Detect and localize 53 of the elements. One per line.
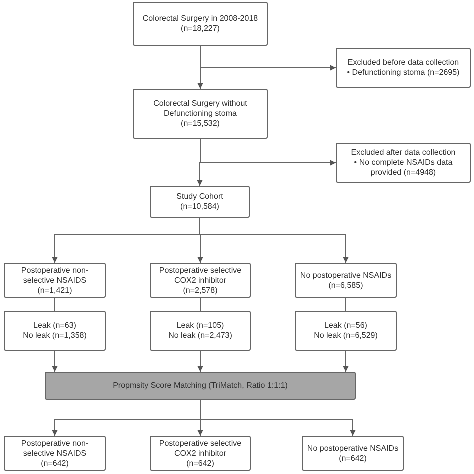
process-box: [133, 2, 268, 46]
box-text: Colorectal Surgery without Defunctioning stoma: [152, 99, 248, 119]
arrow: [52, 350, 58, 372]
box-text: • No complete NSAIDs data provided (n=4948): [353, 158, 454, 178]
box-text: (n=6,585): [328, 280, 364, 290]
arrow: [343, 350, 349, 372]
process-box: [150, 311, 251, 351]
box-text: (n=18,227): [181, 24, 220, 34]
box-text: No postoperative NSAIDs: [300, 270, 392, 280]
process-box: [4, 263, 106, 298]
arrow: [200, 138, 336, 166]
process-box: [336, 143, 471, 183]
box-text: No leak (n=6,529): [314, 331, 378, 341]
box-text: (n=1,421): [38, 286, 72, 296]
process-box: [4, 311, 106, 351]
box-text: Propmsity Score Matching (TriMatch, Ratio 1:1:1): [113, 381, 288, 391]
arrow: [200, 46, 336, 71]
box-text: No leak (n=1,358): [23, 331, 87, 341]
box-text: (n=15,532): [181, 119, 220, 129]
connector-line: [54, 298, 56, 312]
box-text: (n=642): [41, 458, 69, 468]
process-box: [150, 186, 250, 218]
box-text: Leak (n=56): [324, 321, 368, 331]
box-text: (n=10,584): [180, 202, 220, 212]
matching-box: [45, 372, 356, 400]
connector-line: [200, 298, 201, 312]
box-text: Colorectal Surgery in 2008-2018: [142, 14, 258, 24]
box-text: • Defunctioning stoma (n=2695): [347, 68, 460, 78]
process-box: [4, 436, 106, 471]
box-text: Postoperative selective COX2 inhibitor: [158, 438, 243, 458]
arrow: [200, 218, 349, 264]
box-text: No postoperative NSAIDs: [307, 444, 399, 454]
process-box: [295, 311, 397, 351]
box-text: Postoperative non-selective NSAIDS: [20, 438, 90, 458]
box-text: Leak (n=105): [176, 321, 224, 331]
box-text: (n=642): [339, 454, 367, 464]
box-text: Postoperative selective COX2 inhibitor: [158, 266, 243, 286]
arrow: [200, 400, 356, 436]
process-box: [133, 89, 268, 139]
arrow: [198, 350, 204, 372]
process-box: [302, 436, 404, 471]
box-text: Excluded after data collection: [351, 148, 456, 158]
process-box: [150, 436, 251, 471]
box-text: Postoperative non-selective NSAIDS: [20, 266, 90, 286]
box-text: (n=642): [186, 458, 214, 468]
box-text: Excluded before data collection: [348, 58, 460, 68]
process-box: [336, 48, 471, 88]
box-text: Leak (n=63): [34, 321, 76, 331]
box-text: No leak (n=2,473): [168, 331, 232, 341]
process-box: [150, 263, 251, 298]
box-text: (n=2,578): [183, 286, 218, 296]
box-text: Study Cohort: [176, 192, 224, 202]
process-box: [295, 263, 397, 298]
